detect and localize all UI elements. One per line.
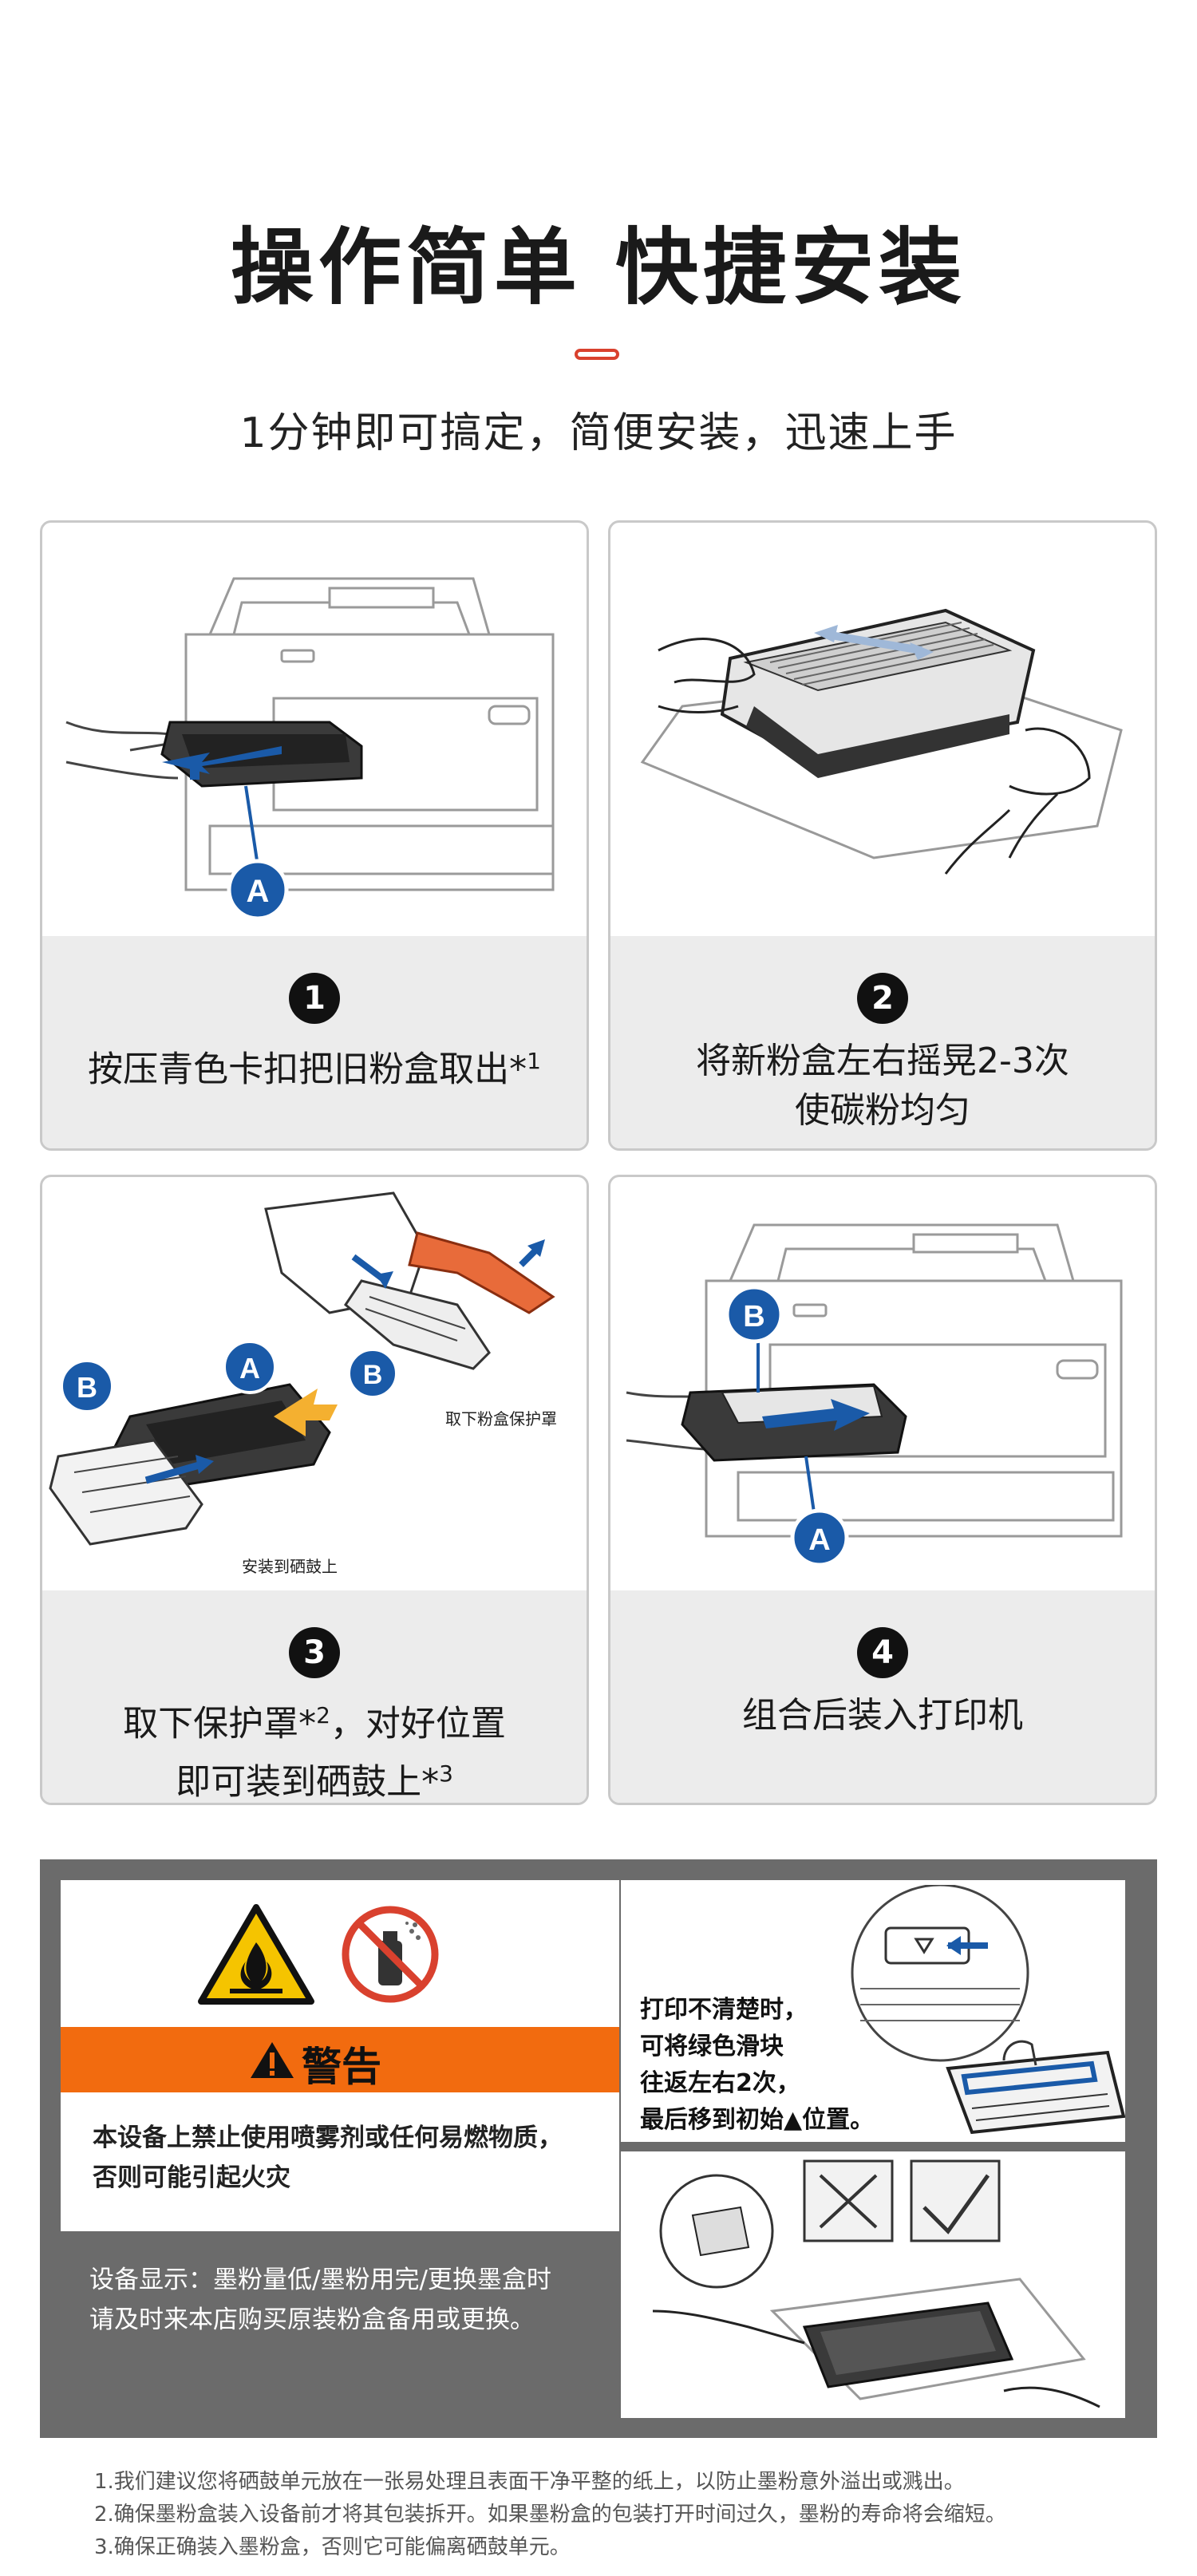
step-number: 3 bbox=[289, 1627, 340, 1678]
label-b: B bbox=[743, 1300, 764, 1333]
drum-panel bbox=[621, 2151, 1125, 2418]
drum-unit-illustration bbox=[652, 2159, 1100, 2408]
step-card-2: 2 将新粉盒左右摇晃2-3次 使碳粉均匀 bbox=[608, 520, 1157, 1151]
tip-text: 打印不清楚时， 可将绿色滑块 往返左右2次， 最后移到初始▲位置。 bbox=[640, 1996, 875, 2134]
footnotes: 1.我们建议您将硒鼓单元放在一张易处理且表面干净平整的纸上，以防止墨粉意外溢出或… bbox=[94, 2466, 1156, 2564]
footnote-1: 1.我们建议您将硒鼓单元放在一张易处理且表面干净平整的纸上，以防止墨粉意外溢出或… bbox=[94, 2470, 965, 2494]
step-text: 取下保护罩*2，对好位置 即可装到硒鼓上*3 bbox=[123, 1702, 506, 1803]
step-card-4: B A 4 组合后装入打印机 bbox=[608, 1175, 1157, 1805]
warning-section: 警告 本设备上禁止使用喷雾剂或任何易燃物质， 否则可能引起火灾 设备显示：墨粉量… bbox=[40, 1859, 1157, 2438]
label-a: A bbox=[808, 1523, 830, 1557]
step-card-3: A B B 取下粉盒保护罩 安装到硒鼓上 3 取下保护罩*2，对好位置 即可装到… bbox=[40, 1175, 589, 1805]
green-slider-illustration bbox=[851, 1885, 1125, 2135]
remove-cover-label: 取下粉盒保护罩 bbox=[445, 1409, 557, 1428]
shake-cartridge-illustration bbox=[640, 608, 1123, 875]
label-b: B bbox=[77, 1371, 97, 1404]
flammable-warning-icon bbox=[198, 1904, 314, 2005]
title-accent bbox=[575, 349, 619, 360]
step-number: 1 bbox=[289, 973, 340, 1024]
warning-panel: 警告 本设备上禁止使用喷雾剂或任何易燃物质， 否则可能引起火灾 bbox=[61, 1880, 619, 2231]
warning-title: 警告 bbox=[302, 2044, 381, 2090]
page-subtitle: 1分钟即可搞定，简便安装，迅速上手 bbox=[239, 409, 958, 457]
step-caption: 1 按压青色卡扣把旧粉盒取出*1 bbox=[42, 936, 587, 1148]
step-number: 2 bbox=[857, 973, 908, 1024]
display-notice: 设备显示：墨粉量低/墨粉用完/更换墨盒时 请及时来本店购买原装粉盒备用或更换。 bbox=[89, 2266, 551, 2334]
label-b: B bbox=[363, 1360, 383, 1390]
label-a: A bbox=[239, 1352, 260, 1385]
step-caption: 4 组合后装入打印机 bbox=[610, 1590, 1155, 1803]
step-number: 4 bbox=[857, 1627, 908, 1678]
step-caption: 2 将新粉盒左右摇晃2-3次 使碳粉均匀 bbox=[610, 936, 1155, 1148]
page-title: 操作简单 快捷安装 bbox=[230, 219, 967, 316]
footnote-3: 3.确保正确装入墨粉盒，否则它可能偏离硒鼓单元。 bbox=[94, 2535, 571, 2559]
warning-text: 本设备上禁止使用喷雾剂或任何易燃物质， 否则可能引起火灾 bbox=[93, 2124, 563, 2192]
label-a: A bbox=[247, 874, 270, 909]
step-text: 组合后装入打印机 bbox=[742, 1695, 1023, 1736]
tip-panel: 打印不清楚时， 可将绿色滑块 往返左右2次， 最后移到初始▲位置。 bbox=[621, 1880, 1125, 2142]
warning-banner: 警告 bbox=[61, 2027, 619, 2092]
remove-cover-illustration: A B B 取下粉盒保护罩 安装到硒鼓上 bbox=[49, 1191, 557, 1576]
install-drum-label: 安装到硒鼓上 bbox=[242, 1557, 338, 1576]
step-text: 按压青色卡扣把旧粉盒取出*1 bbox=[88, 1048, 541, 1090]
remove-old-cartridge-illustration: A bbox=[65, 577, 555, 921]
warning-triangle-icon bbox=[251, 2042, 294, 2078]
step-card-1: A 1 按压青色卡扣把旧粉盒取出*1 bbox=[40, 520, 589, 1151]
step-caption: 3 取下保护罩*2，对好位置 即可装到硒鼓上*3 bbox=[42, 1590, 587, 1803]
no-spray-icon bbox=[342, 1906, 439, 2003]
insert-printer-illustration: B A bbox=[626, 1223, 1123, 1567]
footnote-2: 2.确保墨粉盒装入设备前才将其包装拆开。如果墨粉盒的包装打开时间过久，墨粉的寿命… bbox=[94, 2503, 1006, 2527]
step-text: 将新粉盒左右摇晃2-3次 使碳粉均匀 bbox=[696, 1041, 1069, 1131]
